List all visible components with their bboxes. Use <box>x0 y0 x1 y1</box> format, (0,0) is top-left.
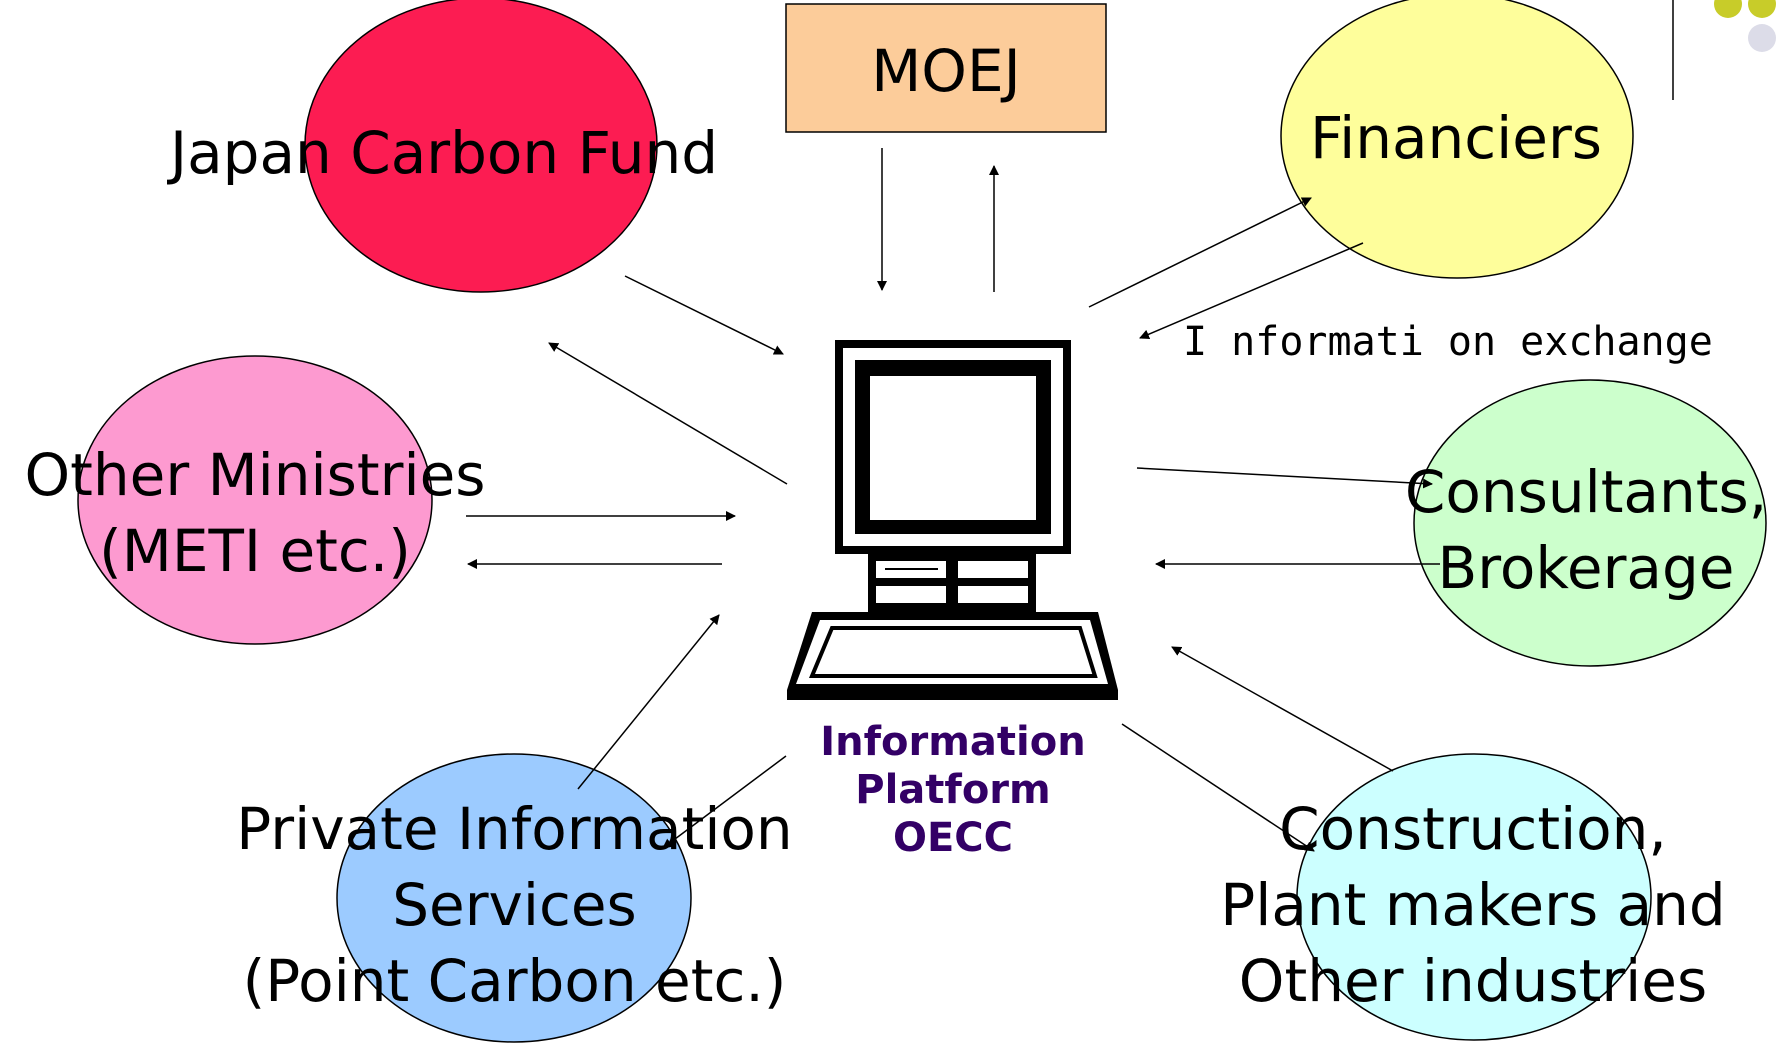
consultants-ellipse <box>1413 379 1767 667</box>
information-platform-label: Information Platform OECC <box>772 718 1134 862</box>
arrow-platform-to-construction <box>1121 723 1315 852</box>
construction-label: Construction, Plant makers and Other ind… <box>1220 795 1726 1015</box>
arrow-fund-to-platform <box>624 275 784 355</box>
japan-carbon-fund-ellipse <box>304 0 658 293</box>
accent-dot <box>1748 24 1776 52</box>
platform-line: Platform <box>855 767 1051 813</box>
computer-icon <box>787 340 1118 700</box>
arrow-financiers-to-platform <box>1139 242 1364 340</box>
private-information-ellipse <box>336 753 692 1043</box>
connectors <box>466 148 1440 852</box>
platform-line: OECC <box>892 815 1014 861</box>
arrow-platform-to-fund <box>548 342 788 485</box>
information-exchange-label: I nformati on exchange <box>1183 319 1713 365</box>
consultants-label: Consultants, Brokerage <box>1404 458 1768 602</box>
financiers-label: Financiers <box>1309 104 1603 172</box>
private-information-label: Private Information Services (Point Carb… <box>236 795 793 1015</box>
accent-dot <box>1714 0 1742 18</box>
arrow-private-to-platform <box>577 614 720 790</box>
arrow-platform-to-consultants <box>1136 467 1433 489</box>
arrow-construction-to-platform <box>1171 646 1394 772</box>
other-ministries-ellipse <box>77 355 433 645</box>
financiers-ellipse <box>1280 0 1634 279</box>
construction-ellipse <box>1296 753 1652 1041</box>
arrow-platform-to-financiers <box>1088 197 1312 308</box>
moej-box <box>785 3 1107 133</box>
moej-label: MOEJ <box>871 37 1021 105</box>
arrow-platform-to-private <box>662 755 787 849</box>
platform-line: Information <box>820 719 1086 765</box>
other-ministries-label: Other Ministries (METI etc.) <box>24 441 486 585</box>
japan-carbon-fund-label: Japan Carbon Fund <box>170 119 719 187</box>
corner-decoration <box>1672 0 1776 100</box>
accent-dot <box>1748 0 1776 18</box>
